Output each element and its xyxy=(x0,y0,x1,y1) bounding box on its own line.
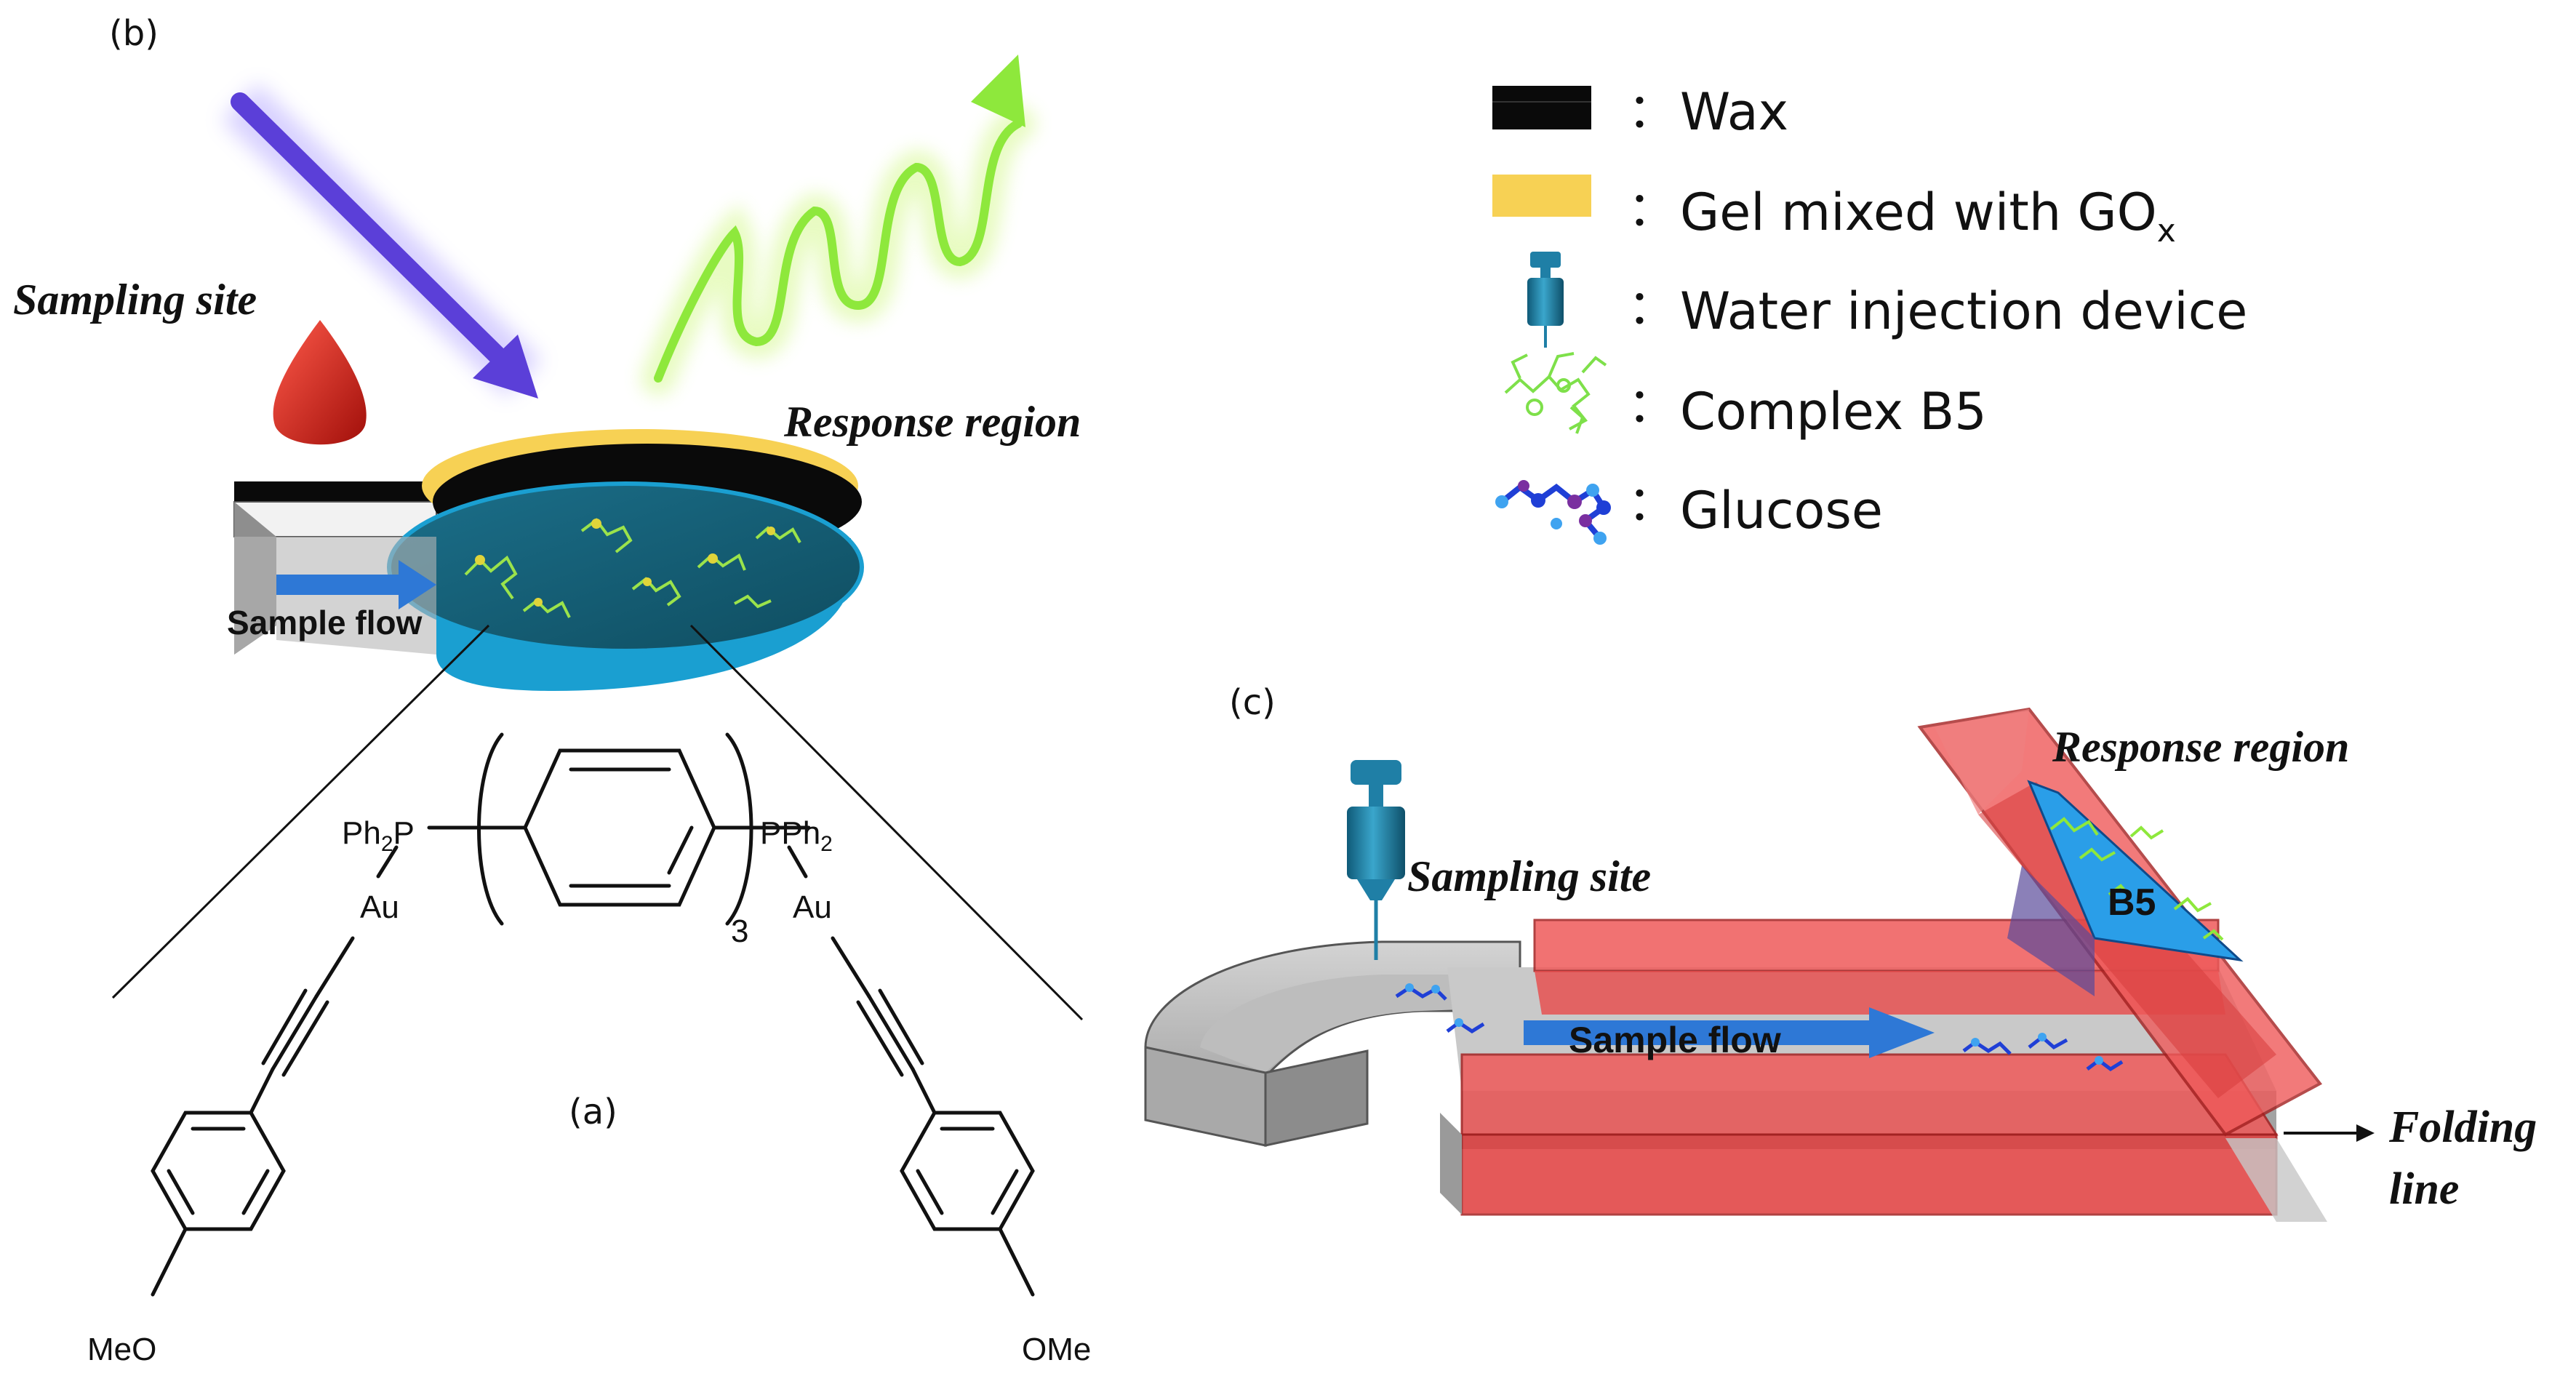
legend-sep-water: ： xyxy=(1628,279,1676,335)
complex-b5-icon xyxy=(1504,352,1607,434)
au-right-label: Au xyxy=(793,889,832,925)
meo-label: MeO xyxy=(87,1332,156,1367)
legend: ： Wax ： Gel mixed with GOx ： Water injec… xyxy=(1492,82,2247,545)
sample-flow-arrow-b xyxy=(276,560,436,609)
panel-c-folding-line-label-2: line xyxy=(2389,1164,2459,1214)
panel-c-sample-flow-label: Sample flow xyxy=(1569,1020,1781,1060)
panel-b-sample-flow-label: Sample flow xyxy=(227,604,423,641)
repeat-count: 3 xyxy=(731,913,748,949)
glucose-cluster-c xyxy=(1395,985,2124,1072)
panel-a-label: (a) xyxy=(569,1092,617,1132)
panel-c-folding-line-label-1: Folding xyxy=(2388,1103,2537,1152)
ome-label: OMe xyxy=(1022,1332,1091,1367)
pph2-right-label: PPh2 xyxy=(760,815,833,856)
blood-drop-icon xyxy=(273,320,367,445)
legend-wax-label: Wax xyxy=(1680,82,1788,142)
syringe-c-icon xyxy=(1347,760,1405,960)
panel-b-label: (b) xyxy=(109,13,159,54)
syringe-icon xyxy=(1527,252,1564,348)
legend-glucose-label: Glucose xyxy=(1680,481,1883,540)
panel-c-sampling-site-label: Sampling site xyxy=(1407,852,1651,900)
panel-c-response-region-label: Response region xyxy=(2052,723,2349,771)
paper-device-c xyxy=(1144,707,2327,1222)
paper-device-b xyxy=(233,429,864,691)
legend-sep-complex: ： xyxy=(1628,377,1676,433)
legend-sep-gel: ： xyxy=(1628,181,1676,237)
glucose-dots-c xyxy=(1405,983,2103,1065)
complex-dots-b xyxy=(475,519,775,607)
panel-c-label: (c) xyxy=(1229,682,1276,723)
sample-flow-arrow-c xyxy=(1524,1007,1935,1058)
folding-line-arrow xyxy=(2284,1124,2375,1142)
legend-sep-glucose: ： xyxy=(1628,476,1676,532)
excitation-arrow xyxy=(222,83,542,399)
zoom-line-left xyxy=(111,624,490,999)
legend-sep-wax: ： xyxy=(1628,83,1676,139)
ph2p-left-label: Ph2P xyxy=(342,815,415,856)
legend-complex-label: Complex B5 xyxy=(1680,382,1987,441)
complex-b5-cluster-c xyxy=(2049,817,2224,941)
legend-wax-swatch xyxy=(1492,86,1591,129)
zoom-line-right xyxy=(689,624,1084,1021)
emission-wave xyxy=(641,55,1036,396)
glucose-icon xyxy=(1495,480,1611,545)
panel-b-sampling-site-label: Sampling site xyxy=(13,276,257,324)
legend-gel-swatch xyxy=(1492,175,1591,217)
legend-gel-label: Gel mixed with GOx xyxy=(1680,183,2176,249)
panel-c-b5-label: B5 xyxy=(2108,881,2156,924)
au-left-label: Au xyxy=(360,889,399,925)
molecule-structure xyxy=(151,732,1035,1297)
panel-b-response-region-label: Response region xyxy=(783,398,1081,446)
legend-water-label: Water injection device xyxy=(1680,281,2247,341)
